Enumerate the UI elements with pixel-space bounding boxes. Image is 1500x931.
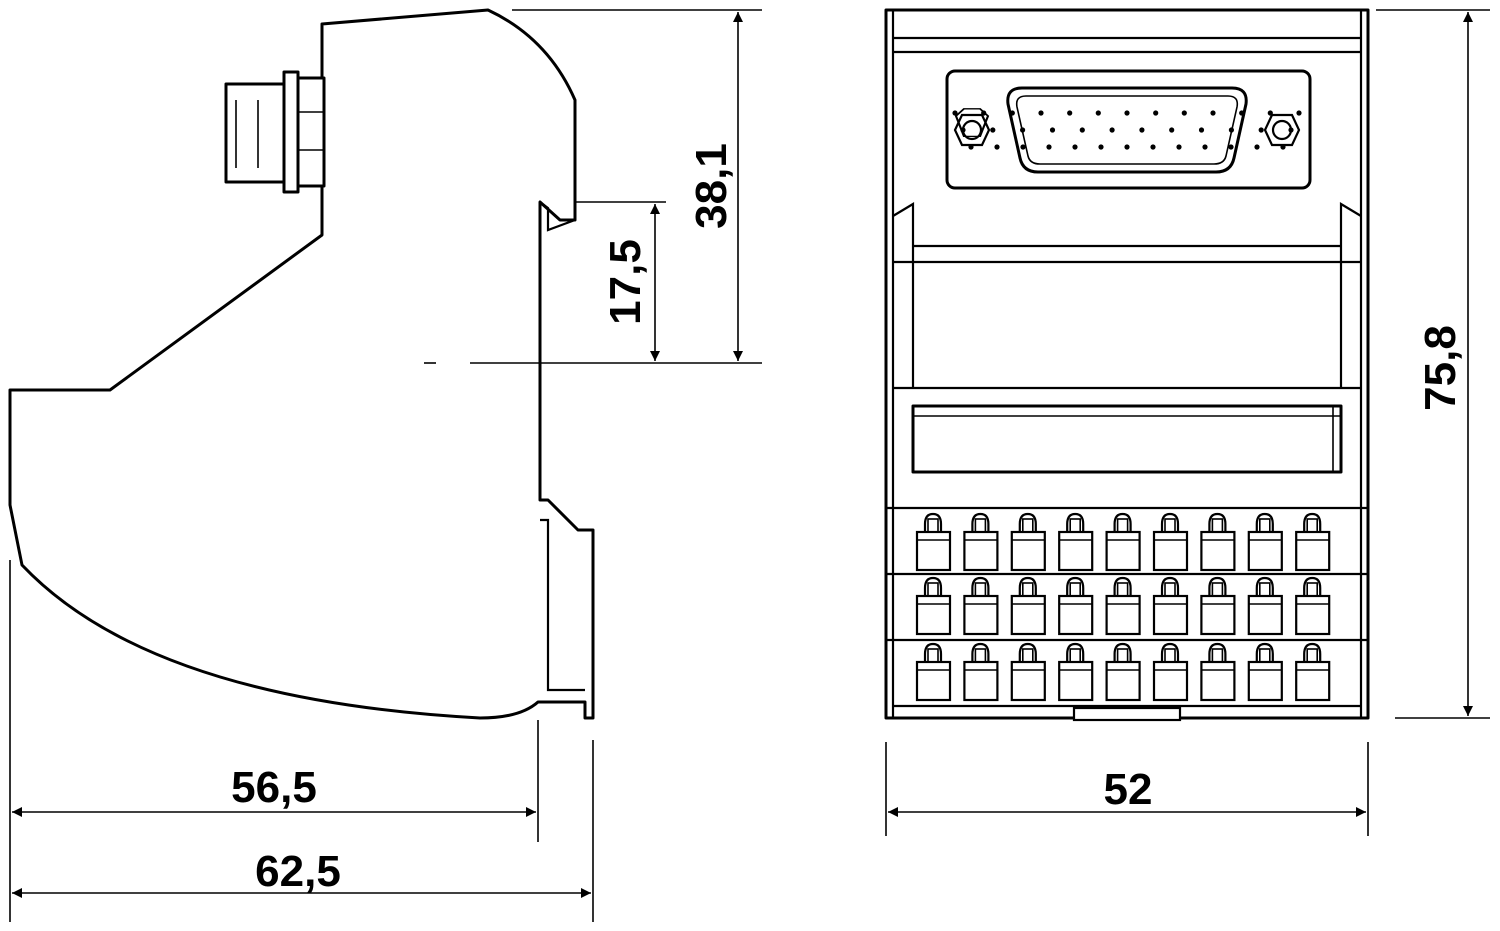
side-housing-outline	[8, 8, 595, 720]
dsub-pin	[1038, 110, 1044, 116]
terminal-block	[1010, 642, 1046, 702]
dsub-pin	[1072, 144, 1078, 150]
terminal-block	[1105, 512, 1141, 572]
dsub-pins	[952, 110, 1302, 150]
terminal-block	[963, 576, 999, 636]
dsub-pin	[1280, 144, 1286, 150]
dsub-pin	[1124, 144, 1130, 150]
terminal-block	[1105, 642, 1141, 702]
terminal-block	[1295, 512, 1331, 572]
dsub-pin	[1049, 127, 1056, 133]
dsub-pin	[1198, 127, 1205, 133]
terminal-block	[963, 642, 999, 702]
terminal-block	[1010, 576, 1046, 636]
front-view: 75,8 52	[884, 8, 1490, 836]
dimension-label-17: 17,5	[601, 239, 650, 325]
dsub-pin	[1181, 110, 1187, 116]
dimension-label-52: 52	[1104, 765, 1153, 814]
dsub-pin	[1202, 144, 1208, 150]
dimension-label-75: 75,8	[1416, 325, 1465, 411]
terminal-block	[1200, 512, 1236, 572]
dsub-pin	[994, 144, 1000, 150]
dsub-pin	[1020, 144, 1026, 150]
dsub-pin	[1228, 144, 1234, 150]
front-latch-right	[1339, 202, 1362, 264]
dsub-pin	[1150, 144, 1156, 150]
terminal-block	[1200, 576, 1236, 636]
terminal-block	[1295, 576, 1331, 636]
dsub-pin	[1228, 127, 1234, 133]
dsub-pin	[960, 127, 966, 133]
side-clip-contour	[540, 518, 585, 692]
terminal-block	[915, 642, 952, 702]
terminal-block	[1058, 642, 1094, 702]
terminal-blocks	[915, 512, 1331, 702]
terminal-block	[1058, 576, 1094, 636]
dsub-pin	[1153, 110, 1159, 116]
side-view: 38,1 17,5 56,5 62,5	[8, 8, 762, 922]
dsub-pin	[1254, 144, 1260, 150]
dsub-shell-inner	[1015, 95, 1239, 165]
dsub-pin	[1046, 144, 1052, 150]
dimension-label-56: 56,5	[231, 763, 317, 812]
dsub-pin	[968, 144, 974, 150]
side-connector-stub	[224, 70, 326, 194]
dsub-pin	[1067, 110, 1073, 116]
dsub-pin	[1267, 110, 1273, 116]
terminal-block	[1295, 642, 1331, 702]
dsub-pin	[1098, 144, 1104, 150]
terminal-block	[963, 512, 999, 572]
front-latch-left	[892, 202, 915, 264]
terminal-block	[1247, 576, 1283, 636]
dsub-pin	[1176, 144, 1182, 150]
terminal-block	[915, 512, 952, 572]
label-strip	[911, 404, 1343, 474]
dsub-pin	[1239, 110, 1245, 116]
terminal-block	[1247, 642, 1283, 702]
dsub-pin	[1124, 110, 1130, 116]
terminal-block	[1010, 512, 1046, 572]
dsub-shell	[1006, 86, 1248, 174]
dsub-pin	[1288, 127, 1294, 133]
dimension-label-62: 62,5	[255, 847, 341, 896]
dimension-label-38: 38,1	[687, 143, 736, 229]
terminal-block	[1152, 512, 1189, 572]
dsub-pin	[1009, 110, 1015, 116]
dsub-pin	[1169, 127, 1175, 133]
terminal-block	[1200, 642, 1236, 702]
dsub-pin	[1079, 127, 1085, 133]
terminal-block	[915, 576, 952, 636]
terminal-block	[1152, 576, 1189, 636]
dsub-pin	[1139, 127, 1145, 133]
side-rail-contour	[539, 201, 576, 232]
dsub-pin	[1296, 110, 1302, 116]
terminal-block	[1058, 512, 1094, 572]
dsub-pin	[1020, 127, 1026, 133]
terminal-block	[1152, 642, 1189, 702]
dsub-pin	[1258, 127, 1264, 133]
dsub-pin	[1095, 110, 1101, 116]
terminal-block	[1247, 512, 1283, 572]
dsub-pin	[990, 127, 996, 133]
terminal-block	[1105, 576, 1141, 636]
dsub-pin	[952, 110, 958, 116]
dsub-pin	[1210, 110, 1216, 116]
dsub-pin	[981, 110, 987, 116]
dsub-pin	[1109, 127, 1115, 133]
front-rail-foot	[1072, 706, 1182, 722]
